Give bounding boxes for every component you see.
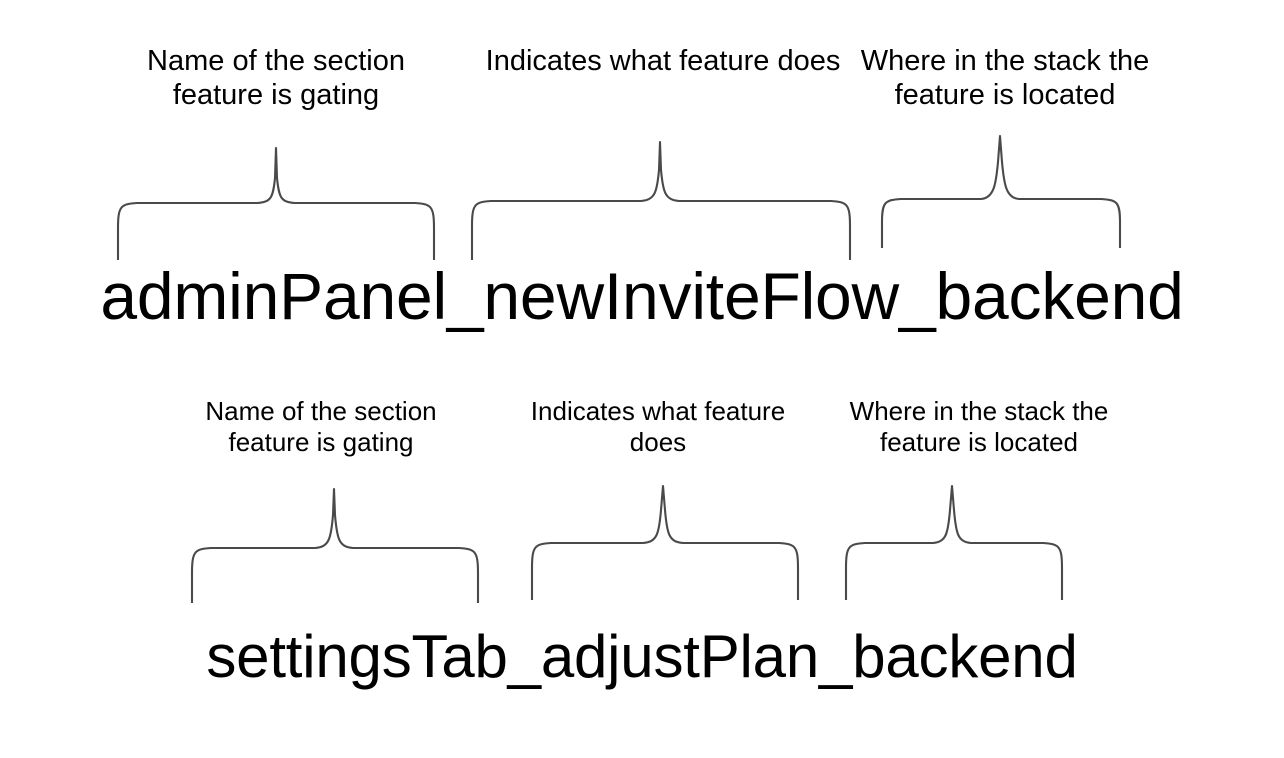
annotation-caption-stack-location-1: Where in the stack the feature is locate… (860, 45, 1150, 112)
curly-brace-section-name-2 (191, 489, 479, 603)
annotation-caption-feature-action-1: Indicates what feature does (485, 45, 841, 77)
annotation-caption-section-name-2: Name of the section feature is gating (205, 396, 437, 457)
annotation-caption-stack-location-2: Where in the stack the feature is locate… (849, 396, 1109, 457)
curly-brace-stack-location-2 (845, 486, 1063, 600)
curly-brace-stack-location-1 (881, 136, 1121, 248)
feature-flag-name-2: settingsTab_adjustPlan_backend (206, 623, 1078, 690)
feature-flag-name-1: adminPanel_newInviteFlow_backend (100, 259, 1184, 333)
curly-brace-feature-action-2 (531, 486, 799, 600)
annotation-caption-feature-action-2: Indicates what feature does (530, 396, 786, 457)
annotation-caption-section-name-1: Name of the section feature is gating (147, 45, 405, 112)
curly-brace-section-name-1 (117, 148, 435, 260)
curly-brace-feature-action-1 (471, 142, 851, 260)
